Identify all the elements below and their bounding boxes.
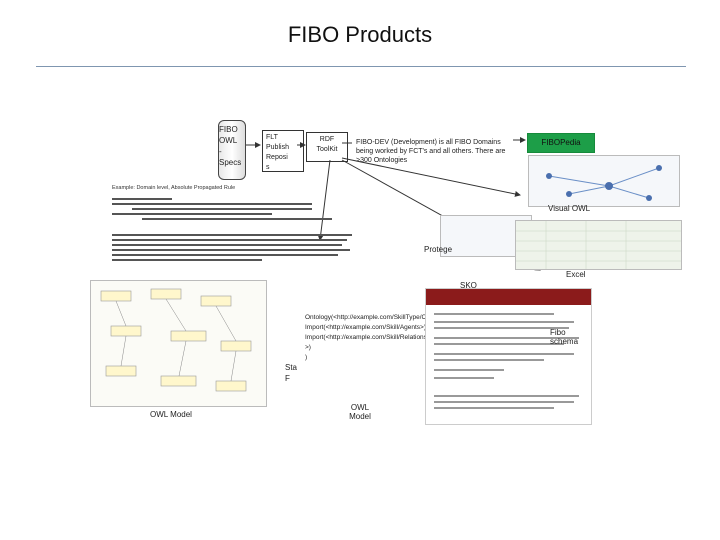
skos-label: SKO bbox=[460, 281, 477, 290]
code-line-4: >) bbox=[305, 344, 311, 351]
title-divider bbox=[36, 66, 686, 67]
side-label-b: F bbox=[285, 374, 290, 383]
rule-text-lines bbox=[112, 198, 332, 220]
fibo-owl-cylinder bbox=[218, 120, 246, 180]
owl-model-diagram bbox=[90, 280, 267, 407]
excel-label: Excel bbox=[566, 270, 586, 279]
code-line-5: ) bbox=[305, 354, 308, 361]
code-line-1: Ontology(<http://example.com/SkillType/C… bbox=[305, 314, 459, 321]
excel-thumbnail bbox=[515, 220, 682, 270]
fibo-schema-label: Fibo schema bbox=[550, 328, 579, 346]
rule-text-block bbox=[112, 196, 372, 226]
rdf-line2: ToolKit bbox=[316, 146, 338, 153]
flt-line4: s bbox=[266, 164, 270, 171]
side-label-a: Sta bbox=[285, 363, 298, 372]
cyl-line1: FIBO bbox=[219, 125, 238, 134]
fibopedia-badge[interactable]: FIBOPedia bbox=[527, 133, 595, 153]
visual-owl-label: Visual OWL bbox=[548, 204, 591, 213]
protege-label: Protege bbox=[424, 245, 453, 254]
code-line-2: Import(<http://example.com/Skill/Agents>… bbox=[305, 324, 427, 331]
owl-model-label-mid: OWL Model bbox=[349, 403, 371, 421]
example-line: Example: Domain level, Absolute Propagat… bbox=[112, 185, 236, 191]
paragraph-text-block bbox=[112, 232, 362, 266]
flt-line1: FLT bbox=[266, 134, 278, 141]
excel-grid bbox=[516, 221, 681, 269]
cyl-line3: - bbox=[219, 147, 222, 156]
schema-page-text bbox=[434, 313, 579, 409]
cyl-line2: OWL bbox=[219, 136, 238, 145]
visual-owl-thumbnail bbox=[528, 155, 680, 207]
page-title: FIBO Products bbox=[287, 22, 433, 47]
owl-code-list: Ontology(<http://example.com/SkillType/C… bbox=[305, 313, 459, 363]
rdf-box: RDF ToolKit bbox=[306, 132, 348, 162]
schema-page-header bbox=[426, 289, 591, 305]
owl-diagram-shapes bbox=[100, 288, 252, 392]
code-line-3: Import(<http://example.com/Skill/Relatio… bbox=[305, 334, 433, 341]
cyl-line4: Specs bbox=[219, 158, 242, 167]
fibo-dev-description: FIBO-DEV (Development) is all FIBO Domai… bbox=[356, 139, 506, 164]
owl-model-label-left: OWL Model bbox=[150, 410, 192, 419]
flt-line2: Publish bbox=[266, 144, 289, 151]
paragraph-lines bbox=[112, 234, 352, 261]
fibo-schema-page bbox=[425, 288, 592, 425]
rdf-line1: RDF bbox=[319, 136, 335, 143]
flt-box: FLT Publish Reposi s bbox=[262, 130, 304, 172]
flt-line3: Reposi bbox=[266, 154, 288, 161]
visual-owl-graph bbox=[546, 165, 662, 201]
cylinder-text: FIBO OWL - Specs bbox=[219, 124, 247, 168]
